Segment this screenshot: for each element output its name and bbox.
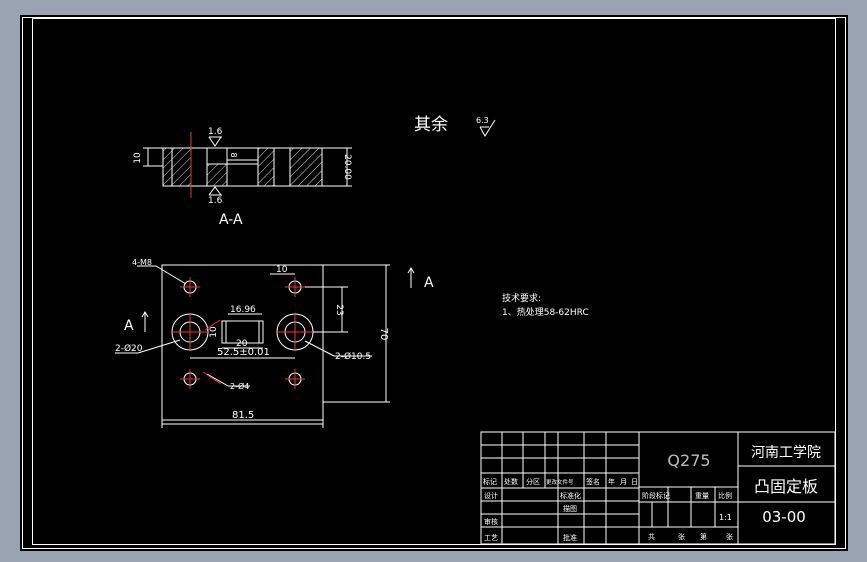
- section-hatch-1: [163, 148, 191, 186]
- cut-arrows: [141, 267, 415, 318]
- svg-text:共: 共: [648, 532, 655, 541]
- sheet-count: 共 张 第 张: [648, 532, 733, 541]
- thread-label: 4-M8: [132, 258, 152, 267]
- svg-text:日: 日: [631, 478, 638, 486]
- scale: 1:1: [719, 513, 732, 522]
- general-roughness-symbol: [479, 119, 496, 137]
- svg-text:重量: 重量: [695, 492, 709, 500]
- svg-text:工艺: 工艺: [484, 534, 498, 542]
- inner-border: [32, 18, 836, 545]
- plate-outline: [161, 264, 324, 421]
- svg-text:张: 张: [678, 532, 685, 541]
- svg-text:阶段标记: 阶段标记: [642, 491, 670, 500]
- material: Q275: [667, 451, 710, 470]
- dim-height-70: 70: [378, 328, 389, 341]
- drawing-number: 03-00: [762, 508, 806, 526]
- dim-spacing-10: 10: [276, 265, 288, 275]
- dim-thickness: 10: [133, 152, 143, 164]
- svg-text:比例: 比例: [718, 491, 732, 500]
- dim-slot-depth: 10: [209, 326, 219, 338]
- general-roughness-value: 6.3: [476, 116, 489, 125]
- outer-border: [22, 17, 846, 549]
- dim-counterbore: 8: [229, 152, 238, 157]
- stage-headers: 阶段标记 重量 比例: [642, 491, 732, 500]
- general-roughness-label: 其余: [414, 115, 448, 135]
- svg-text:描图: 描图: [563, 504, 577, 513]
- revision-header: 标记 处数 分区 更改文件号 签名 年 月 日: [483, 477, 638, 486]
- dim-20: 20: [236, 339, 248, 349]
- school-name: 河南工学院: [751, 445, 821, 461]
- svg-text:第: 第: [700, 532, 707, 541]
- dim-slot-width: 16.96: [230, 305, 256, 315]
- dim-height: 20.00: [342, 154, 352, 180]
- svg-text:分区: 分区: [526, 477, 540, 486]
- tech-notes-title: 技术要求:: [502, 292, 541, 304]
- section-outline: [162, 147, 323, 187]
- title-block: [480, 431, 836, 545]
- section-hatch-4: [290, 148, 322, 186]
- svg-text:签名: 签名: [586, 477, 600, 486]
- slot: [221, 320, 264, 344]
- svg-text:审核: 审核: [484, 517, 498, 526]
- svg-text:月: 月: [620, 478, 627, 486]
- tech-notes-line1: 1、热处理58-62HRC: [502, 306, 589, 318]
- hole-mid-label: 2-Ø10.5: [335, 351, 371, 362]
- svg-text:更改文件号: 更改文件号: [546, 478, 574, 486]
- dim-width: 81.5: [232, 410, 254, 421]
- section-label: A-A: [219, 212, 243, 228]
- svg-text:张: 张: [726, 532, 733, 541]
- svg-text:处数: 处数: [504, 477, 518, 486]
- hole-pin-label: 2-Ø4: [230, 381, 249, 391]
- section-view: [143, 132, 352, 198]
- roughness-bottom: 1.6: [208, 196, 223, 206]
- roughness-top: 1.6: [208, 127, 223, 137]
- svg-text:设计: 设计: [484, 491, 498, 500]
- part-name: 凸固定板: [754, 477, 818, 496]
- cut-label-left: A: [124, 318, 134, 334]
- approval-rows: 设计 标准化 描图 审核 工艺 批准: [484, 491, 581, 542]
- section-hatch-3: [258, 148, 274, 186]
- svg-text:年: 年: [608, 477, 615, 486]
- plan-centerlines: [172, 277, 313, 389]
- drawing-sheet: [20, 15, 848, 551]
- hole-large-label: 2-Ø20: [115, 343, 143, 354]
- svg-text:标记: 标记: [483, 477, 497, 486]
- dim-hole-center: 52.5±0.01: [217, 347, 270, 358]
- section-hatch-2: [207, 164, 227, 186]
- svg-text:批准: 批准: [563, 533, 577, 542]
- cut-label-right: A: [424, 275, 434, 291]
- svg-text:标准化: 标准化: [560, 491, 581, 500]
- dim-23: 23: [334, 304, 344, 315]
